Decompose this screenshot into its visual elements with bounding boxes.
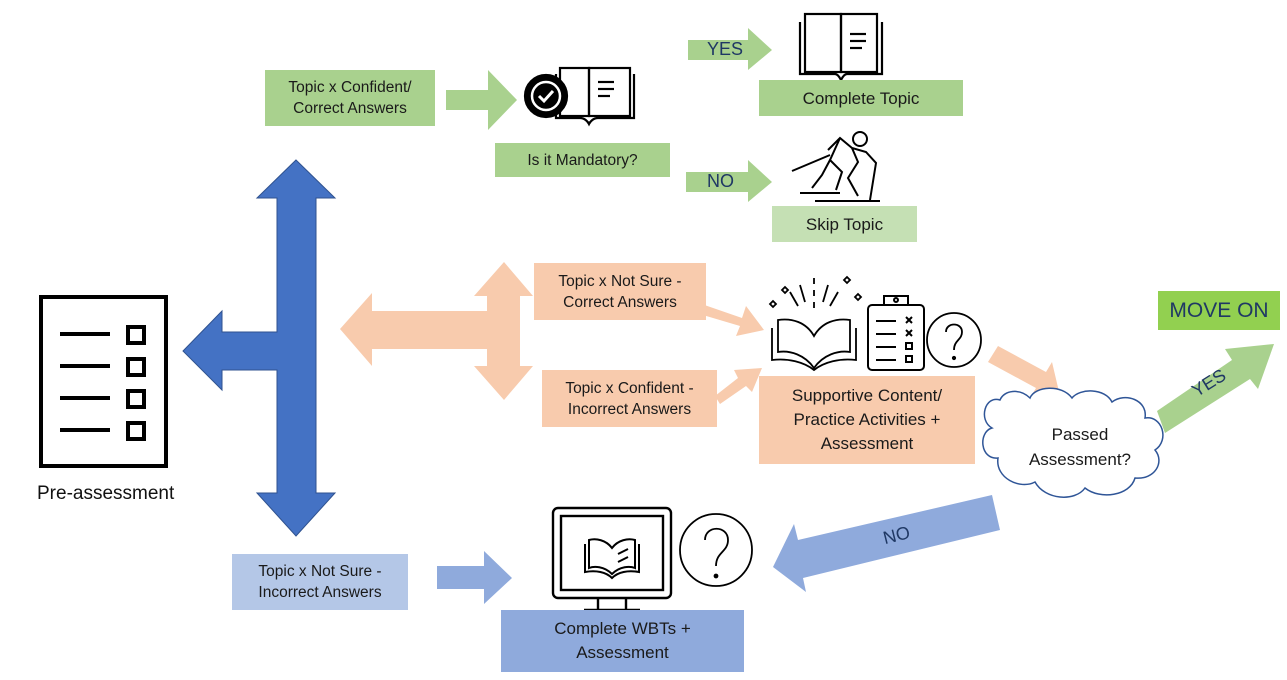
clipboard-checklist-icon — [867, 295, 925, 371]
move-on-box: MOVE ON — [1158, 291, 1280, 330]
computer-book-icon — [551, 506, 673, 612]
checklist-document-icon — [39, 295, 168, 468]
is-mandatory-box: Is it Mandatory? — [495, 143, 670, 177]
not-sure-correct-box: Topic x Not Sure - Correct Answers — [534, 263, 706, 320]
blue-trident-arrow — [182, 159, 337, 537]
confident-incorrect-box: Topic x Confident - Incorrect Answers — [542, 370, 717, 427]
sparkling-book-icon — [768, 275, 863, 372]
certified-book-icon — [523, 66, 636, 127]
skier-icon — [791, 131, 880, 202]
no-arrow — [686, 160, 772, 202]
arrow-to-wbt — [437, 551, 512, 604]
yes-label: YES — [707, 39, 744, 59]
peach-trident-arrow — [340, 262, 533, 400]
no-label: NO — [707, 171, 734, 191]
arrow-to-decision — [446, 70, 517, 130]
arrow-confident-incorrect — [715, 368, 762, 404]
yes-move-on-arrow — [1157, 344, 1274, 433]
supportive-content-box: Supportive Content/ Practice Activities … — [759, 376, 975, 464]
passed-assessment-cloud — [982, 387, 1164, 498]
complete-wbts-box: Complete WBTs + Assessment — [501, 610, 744, 672]
open-book-icon — [798, 12, 884, 83]
yes-arrow — [688, 28, 772, 70]
skip-topic-box: Skip Topic — [772, 206, 917, 242]
not-sure-incorrect-box: Topic x Not Sure - Incorrect Answers — [232, 554, 408, 610]
passed-assessment-label: Passed Assessment? — [1028, 425, 1132, 469]
complete-topic-box: Complete Topic — [759, 80, 963, 116]
arrow-to-passed-check — [988, 346, 1060, 398]
question-circle-icon — [926, 312, 982, 368]
confident-correct-box: Topic x Confident/ Correct Answers — [265, 70, 435, 126]
pre-assessment-label: Pre-assessment — [37, 483, 175, 504]
question-circle-icon — [679, 513, 753, 587]
no-retry-arrow — [773, 495, 1000, 592]
